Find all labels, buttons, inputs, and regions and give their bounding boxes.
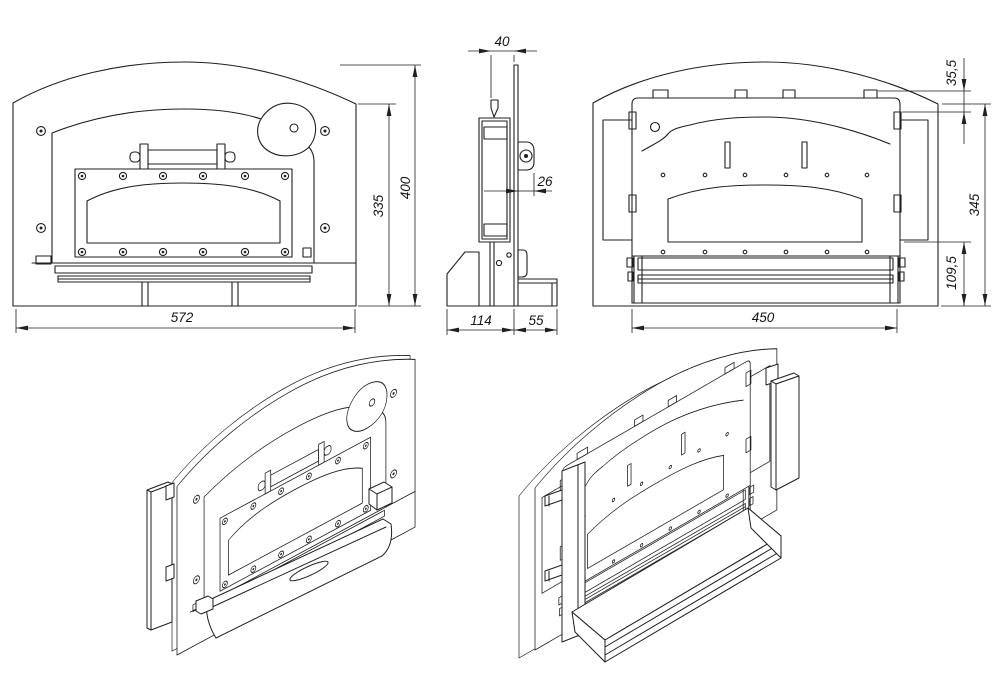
- front-view: [12, 61, 357, 307]
- iso-shelf: [571, 507, 782, 663]
- door-arch: [51, 108, 262, 264]
- dim-side-base-depth: 114: [470, 313, 492, 328]
- glass-screws: [77, 171, 290, 257]
- window-opening: [86, 182, 281, 244]
- vent-slot-right: [801, 141, 808, 169]
- air-knob-boss: [257, 102, 317, 157]
- side-tabs: [628, 111, 902, 213]
- base-bracket: [446, 251, 480, 307]
- window-opening-back: [667, 184, 863, 243]
- handle-bracket-left: [139, 143, 149, 170]
- dim-side-hinge-offset: 26: [536, 174, 553, 189]
- handle-bracket-right: [216, 143, 226, 170]
- iso-hinge-plate-right: [765, 363, 800, 491]
- back-view: [592, 61, 939, 307]
- retainer-bottom: [483, 223, 508, 237]
- glass-frame: [74, 168, 293, 258]
- dim-back-panel-height: 345: [967, 193, 982, 216]
- door-right-edge: [308, 146, 315, 264]
- ledge-bar: [54, 265, 313, 274]
- bracket-hole-2: [506, 252, 512, 258]
- handle-pin-right: [224, 151, 236, 163]
- door-lower-strip: [489, 241, 495, 307]
- iso-ash-tray: [206, 518, 393, 639]
- glass-clip: [490, 99, 499, 118]
- air-knob-hole: [289, 123, 299, 133]
- front-view-dimensions: 572 335 400: [15, 64, 421, 333]
- rivet-holes: [660, 172, 870, 255]
- leg-right: [231, 281, 239, 307]
- front-shelf: [517, 278, 558, 307]
- door-box-inner: [481, 120, 508, 240]
- hinge-tabs-back: [626, 257, 906, 282]
- frame-screws: [36, 126, 330, 233]
- handle-bar: [147, 149, 218, 165]
- panel-edge: [513, 64, 519, 307]
- back-panel: [631, 97, 901, 304]
- bottom-lip: [637, 274, 894, 284]
- side-view: [446, 64, 558, 307]
- dim-back-panel-width: 450: [752, 310, 775, 325]
- side-wall-right: [898, 119, 929, 241]
- back-view-dimensions: 35,5 345 109,5 450: [631, 58, 991, 333]
- latch-tab-right: [302, 247, 312, 258]
- tray-slot: [289, 560, 329, 582]
- iso-hinge-plates: [146, 481, 175, 631]
- dim-front-total-height: 400: [398, 176, 413, 199]
- latch-catch: [517, 249, 528, 278]
- side-view-dimensions: 40 26 114 55: [446, 34, 558, 335]
- handle-pin-left: [129, 151, 141, 163]
- dim-side-shelf-depth: 55: [528, 313, 544, 328]
- dim-back-bottom-section: 109,5: [944, 256, 959, 290]
- bracket-hole-1: [495, 259, 503, 267]
- vent-slot-left: [724, 141, 731, 169]
- iso-latch-bracket: [368, 481, 393, 511]
- iso-front-view: [146, 320, 416, 656]
- hinge-tab-left: [35, 255, 52, 265]
- dim-side-frame-depth: 40: [494, 34, 510, 49]
- hinge-hole: [519, 149, 533, 163]
- iso-foot: [195, 595, 214, 615]
- ash-lip: [57, 275, 311, 283]
- back-arch-line: [641, 116, 891, 152]
- front-outer-panel: [12, 61, 357, 307]
- bottom-bar: [637, 257, 894, 271]
- dim-back-top-offset: 35,5: [944, 59, 959, 86]
- iso-back-view: [518, 314, 800, 663]
- hinge-lug: [517, 141, 535, 171]
- dim-front-width: 572: [171, 310, 194, 325]
- door-handle: [129, 143, 236, 170]
- top-tabs: [652, 89, 878, 99]
- air-knob-hole-back: [649, 121, 661, 133]
- leg-left: [141, 281, 149, 307]
- retainer-top: [483, 126, 508, 140]
- bottom-side-strips: [633, 255, 899, 304]
- side-wall-left: [602, 119, 633, 241]
- dim-front-door-height: 335: [371, 194, 386, 217]
